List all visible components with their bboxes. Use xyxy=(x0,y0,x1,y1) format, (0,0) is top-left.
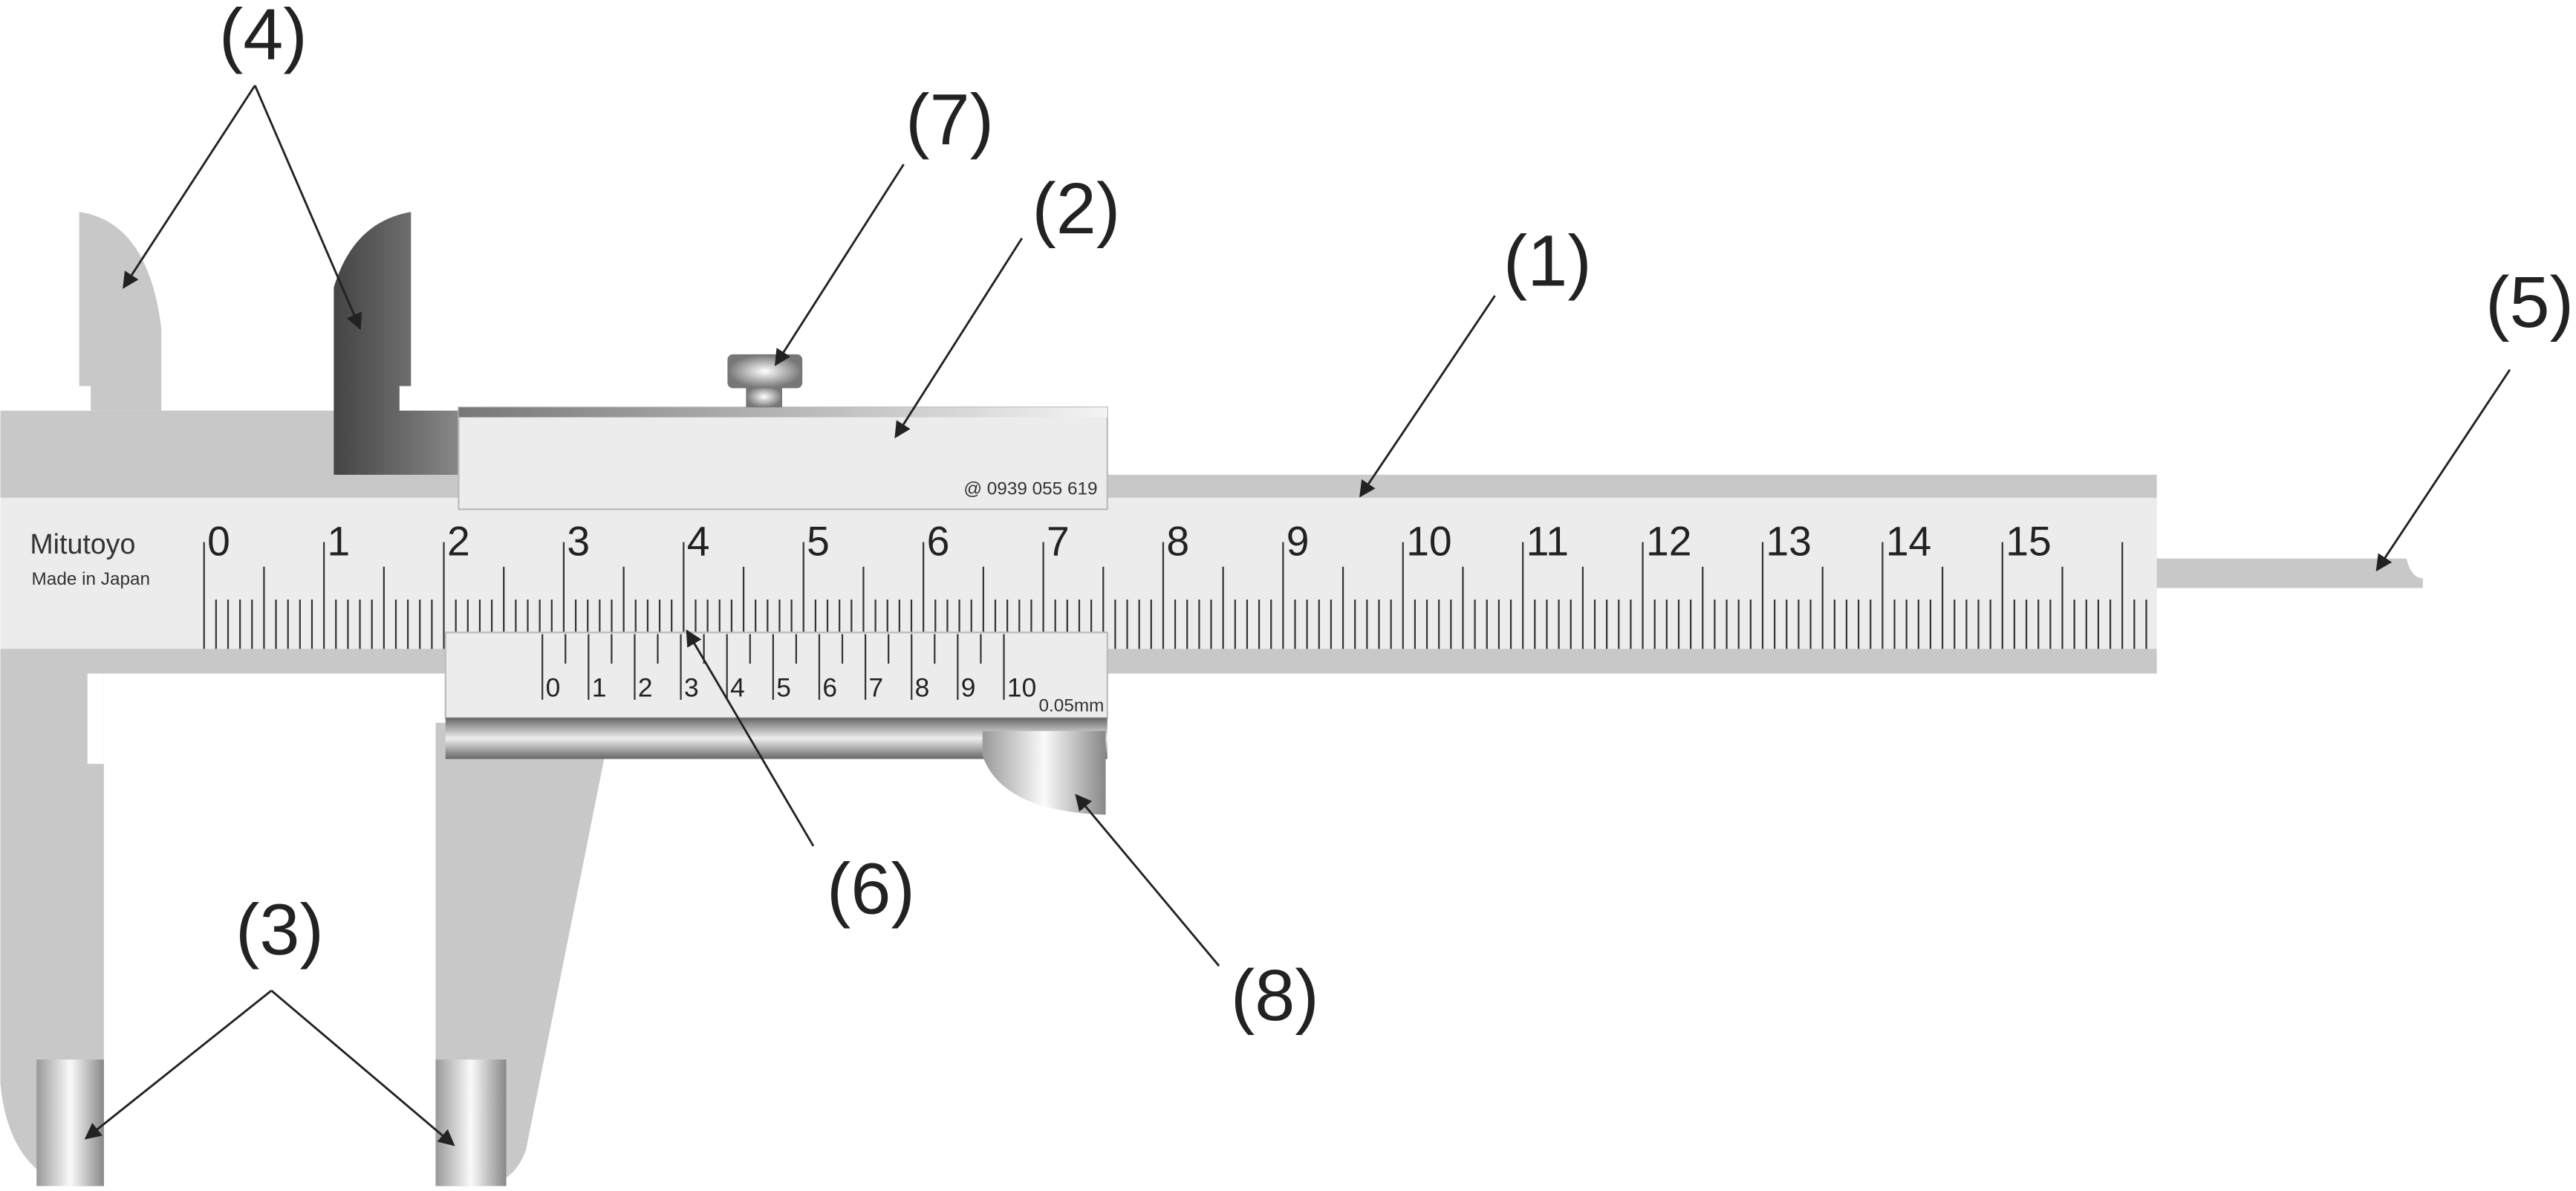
vernier-number: 5 xyxy=(776,673,791,702)
callout-3-arrow-a xyxy=(84,990,273,1140)
vernier-number: 2 xyxy=(638,673,653,702)
vernier-number: 10 xyxy=(1007,673,1036,702)
brand-origin: Made in Japan xyxy=(32,569,150,589)
vernier-number: 1 xyxy=(592,673,607,702)
main-scale-number: 6 xyxy=(927,518,950,564)
main-scale-number: 1 xyxy=(328,518,351,564)
locking-screw[interactable] xyxy=(727,354,803,408)
callout-4: (4) xyxy=(219,0,308,75)
callout-4-arrow-b xyxy=(253,85,362,331)
callout-1-arrow xyxy=(1359,295,1496,498)
main-scale-number: 2 xyxy=(447,518,470,564)
thumb-roller[interactable] xyxy=(982,730,1106,815)
main-scale-number: 13 xyxy=(1766,518,1811,564)
vernier-number: 3 xyxy=(684,673,699,702)
brand-name: Mitutoyo xyxy=(30,528,135,559)
vernier-number: 6 xyxy=(822,673,837,702)
vernier-number: 7 xyxy=(869,673,884,702)
vernier-resolution: 0.05mm xyxy=(1039,695,1105,715)
slider-marking: @ 0939 055 619 xyxy=(963,479,1097,499)
movable-inside-jaw xyxy=(334,212,461,475)
callout-5: (5) xyxy=(2485,262,2574,343)
callout-6: (6) xyxy=(827,848,915,929)
main-scale-number: 4 xyxy=(687,518,710,564)
main-scale-number: 3 xyxy=(567,518,590,564)
main-scale-number: 7 xyxy=(1047,518,1070,564)
callout-1: (1) xyxy=(1503,221,1592,302)
main-scale-number: 10 xyxy=(1406,518,1451,564)
outside-jaw-tip-movable xyxy=(435,1059,507,1187)
callout-3: (3) xyxy=(235,889,324,970)
callout-3-arrow-b xyxy=(270,990,455,1146)
main-scale-number: 8 xyxy=(1166,518,1189,564)
callout-7: (7) xyxy=(905,79,994,160)
main-scale-number: 12 xyxy=(1646,518,1691,564)
vernier-number: 9 xyxy=(961,673,976,702)
callout-7-arrow xyxy=(774,163,905,366)
vernier-number: 8 xyxy=(915,673,930,702)
main-scale-number: 11 xyxy=(1526,518,1569,564)
callout-2: (2) xyxy=(1032,168,1120,249)
main-scale-number: 15 xyxy=(2006,518,2051,564)
vernier-scale-labels: 0 1 2 3 4 5 6 7 8 9 10 xyxy=(546,673,1037,702)
vernier-number: 4 xyxy=(730,673,745,702)
vernier-number: 0 xyxy=(546,673,561,702)
callout-8-arrow xyxy=(1075,794,1220,967)
outside-jaw-tip-fixed xyxy=(36,1059,104,1187)
main-scale-number: 5 xyxy=(807,518,830,564)
callout-8: (8) xyxy=(1231,955,1319,1036)
main-scale-number: 9 xyxy=(1287,518,1310,564)
callout-5-arrow xyxy=(2375,369,2511,572)
main-scale-number: 0 xyxy=(207,518,230,564)
callout-4-arrow-a xyxy=(123,85,256,289)
callout-6-arrow xyxy=(686,629,815,847)
main-scale-number: 14 xyxy=(1886,518,1931,564)
vernier-scale xyxy=(541,634,1005,700)
callouts: (4) (7) (2) (1) (5) (6) (3) (8) xyxy=(84,0,2574,1146)
callout-2-arrow xyxy=(894,237,1024,439)
depth-rod xyxy=(2156,558,2423,588)
